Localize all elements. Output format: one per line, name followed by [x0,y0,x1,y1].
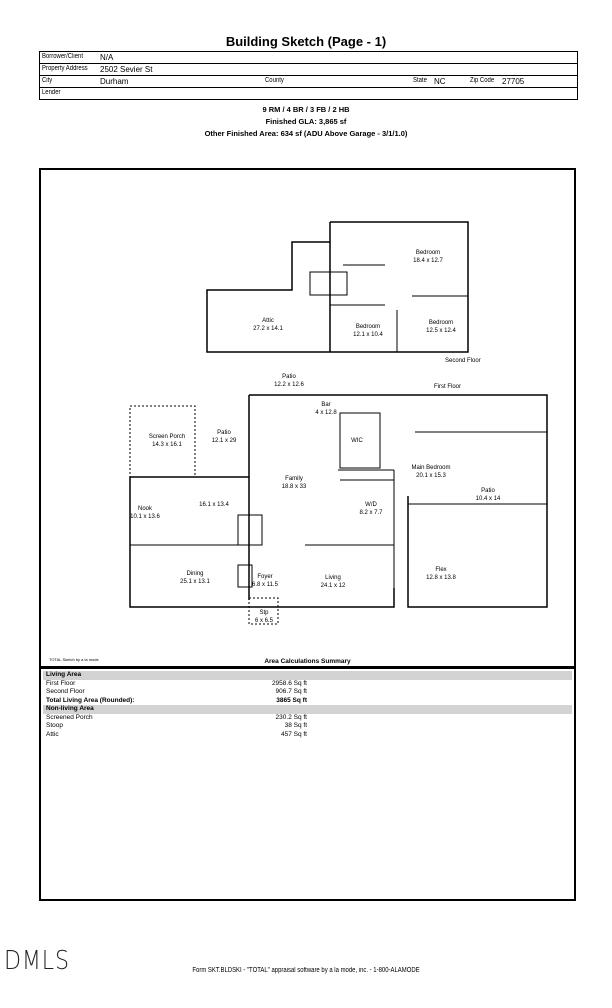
nonliving-area-header: Non-living Area [43,705,572,714]
room-name: Flex [435,567,446,573]
area-label: Stoop [46,722,63,729]
zip-label: Zip Code [470,77,495,84]
area-label: Screened Porch [46,713,93,721]
area-label: First Floor [46,679,76,687]
room-name: Main Bedroom [411,465,450,471]
screen-porch-outline [129,405,196,478]
room-name: Living [325,575,341,581]
area-value: 906.7 Sq ft [275,688,307,695]
room-name: Foyer [257,574,272,580]
room-dimensions: 12.1 x 29 [212,438,237,444]
room-dimensions: 18.4 x 12.7 [413,258,443,264]
total-value: 3865 Sq ft [276,696,307,704]
sketch-credit: TOTAL Sketch by a la mode [49,657,99,662]
room-dimensions: 10.4 x 14 [476,496,501,502]
nonliving-area-heading: Non-living Area [46,705,94,712]
total-row: Total Living Area (Rounded): 3865 Sq ft [43,697,572,706]
finished-gla: Finished GLA: 3,865 sf [265,117,347,126]
living-area-header: Living Area [43,671,572,680]
divider [41,666,574,669]
county-label: County [265,77,284,84]
room-count: 9 RM / 4 BR / 3 FB / 2 HB [262,105,350,114]
room-dimensions: 12.8 x 13.8 [426,575,456,581]
form-footer: Form SKT.BLDSKI - "TOTAL" appraisal soft… [192,967,420,974]
property-info-table: Borrower/Client N/A Property Address 250… [39,51,578,100]
area-label: Attic [46,730,59,738]
address-row: Property Address 2502 Sevier St [40,64,577,76]
area-row: First Floor 2958.6 Sq ft [43,680,572,689]
second-floor-walls [206,221,469,353]
room-dimensions: 12.5 x 12.4 [426,328,456,334]
city-label: City [42,77,53,84]
lender-row: Lender [40,88,577,99]
room-name: Patio [217,430,231,436]
room-name: Patio [481,488,495,494]
room-name: Dining [186,571,203,577]
borrower-row: Borrower/Client N/A [40,52,577,64]
room-name: Nook [138,506,153,512]
first-floor-label: First Floor [434,384,461,390]
area-value: 38 Sq ft [284,722,307,729]
room-dimensions: 12.1 x 10.4 [353,332,383,338]
room-dimensions: 12.2 x 12.6 [274,382,304,388]
room-dimensions: 6 x 6.5 [255,618,274,624]
borrower-value: N/A [100,53,114,62]
room-name: Bar [321,402,330,408]
zip-value: 27705 [502,77,525,86]
room-name: Family [285,476,303,482]
other-finished-area: Other Finished Area: 634 sf (ADU Above G… [204,129,408,138]
room-name: Attic [262,318,274,324]
room-name: Bedroom [356,324,380,330]
room-dimensions: 24.1 x 12 [321,583,346,589]
address-label: Property Address [42,65,88,72]
room-dimensions: 4 x 12.8 [315,410,337,416]
room-name: Bedroom [429,320,453,326]
room-dimensions: 8.2 x 7.7 [359,510,383,516]
area-value: 457 Sq ft [280,730,307,738]
property-summary: 9 RM / 4 BR / 3 FB / 2 HB Finished GLA: … [0,104,612,140]
room-name: Bedroom [416,250,440,256]
area-row: Attic 457 Sq ft [43,731,572,740]
room-dimensions: 16.1 x 13.4 [199,502,229,508]
room-dimensions: 10.1 x 13.6 [130,514,160,520]
stoop-outline [248,597,279,625]
area-value: 230.2 Sq ft [275,713,307,721]
room-name: WIC [351,438,363,444]
state-value: NC [434,77,446,86]
room-dimensions: 20.1 x 15.3 [416,473,446,479]
room-dimensions: 14.3 x 16.1 [152,442,182,448]
page-title: Building Sketch (Page - 1) [225,34,387,49]
room-name: Screen Porch [149,434,185,440]
living-area-heading: Living Area [46,671,82,678]
room-name: Stp [259,610,269,616]
area-row: Stoop 38 Sq ft [43,722,572,731]
area-label: Second Floor [46,688,85,695]
area-calc-table: Living Area First Floor 2958.6 Sq ft Seco… [43,671,572,739]
total-label: Total Living Area (Rounded): [46,696,135,704]
borrower-label: Borrower/Client [42,53,84,60]
area-calc-title: Area Calculations Summary [264,658,351,665]
state-label: State [413,77,427,84]
dmls-logo: DMLS [4,946,70,976]
second-floor-label: Second Floor [445,358,481,364]
room-dimensions: 6.8 x 11.5 [252,582,279,588]
city-value: Durham [100,77,129,86]
first-floor-walls [129,394,548,608]
area-row: Screened Porch 230.2 Sq ft [43,714,572,723]
city-row: City Durham County State NC Zip Code 277… [40,76,577,88]
room-name: W/D [365,502,377,508]
lender-label: Lender [42,89,61,96]
area-row: Second Floor 906.7 Sq ft [43,688,572,697]
room-dimensions: 18.8 x 33 [282,484,307,490]
room-dimensions: 25.1 x 13.1 [180,579,210,585]
room-name: Patio [282,374,296,380]
address-value: 2502 Sevier St [100,65,153,74]
area-value: 2958.6 Sq ft [271,679,307,687]
room-dimensions: 27.2 x 14.1 [253,326,283,332]
